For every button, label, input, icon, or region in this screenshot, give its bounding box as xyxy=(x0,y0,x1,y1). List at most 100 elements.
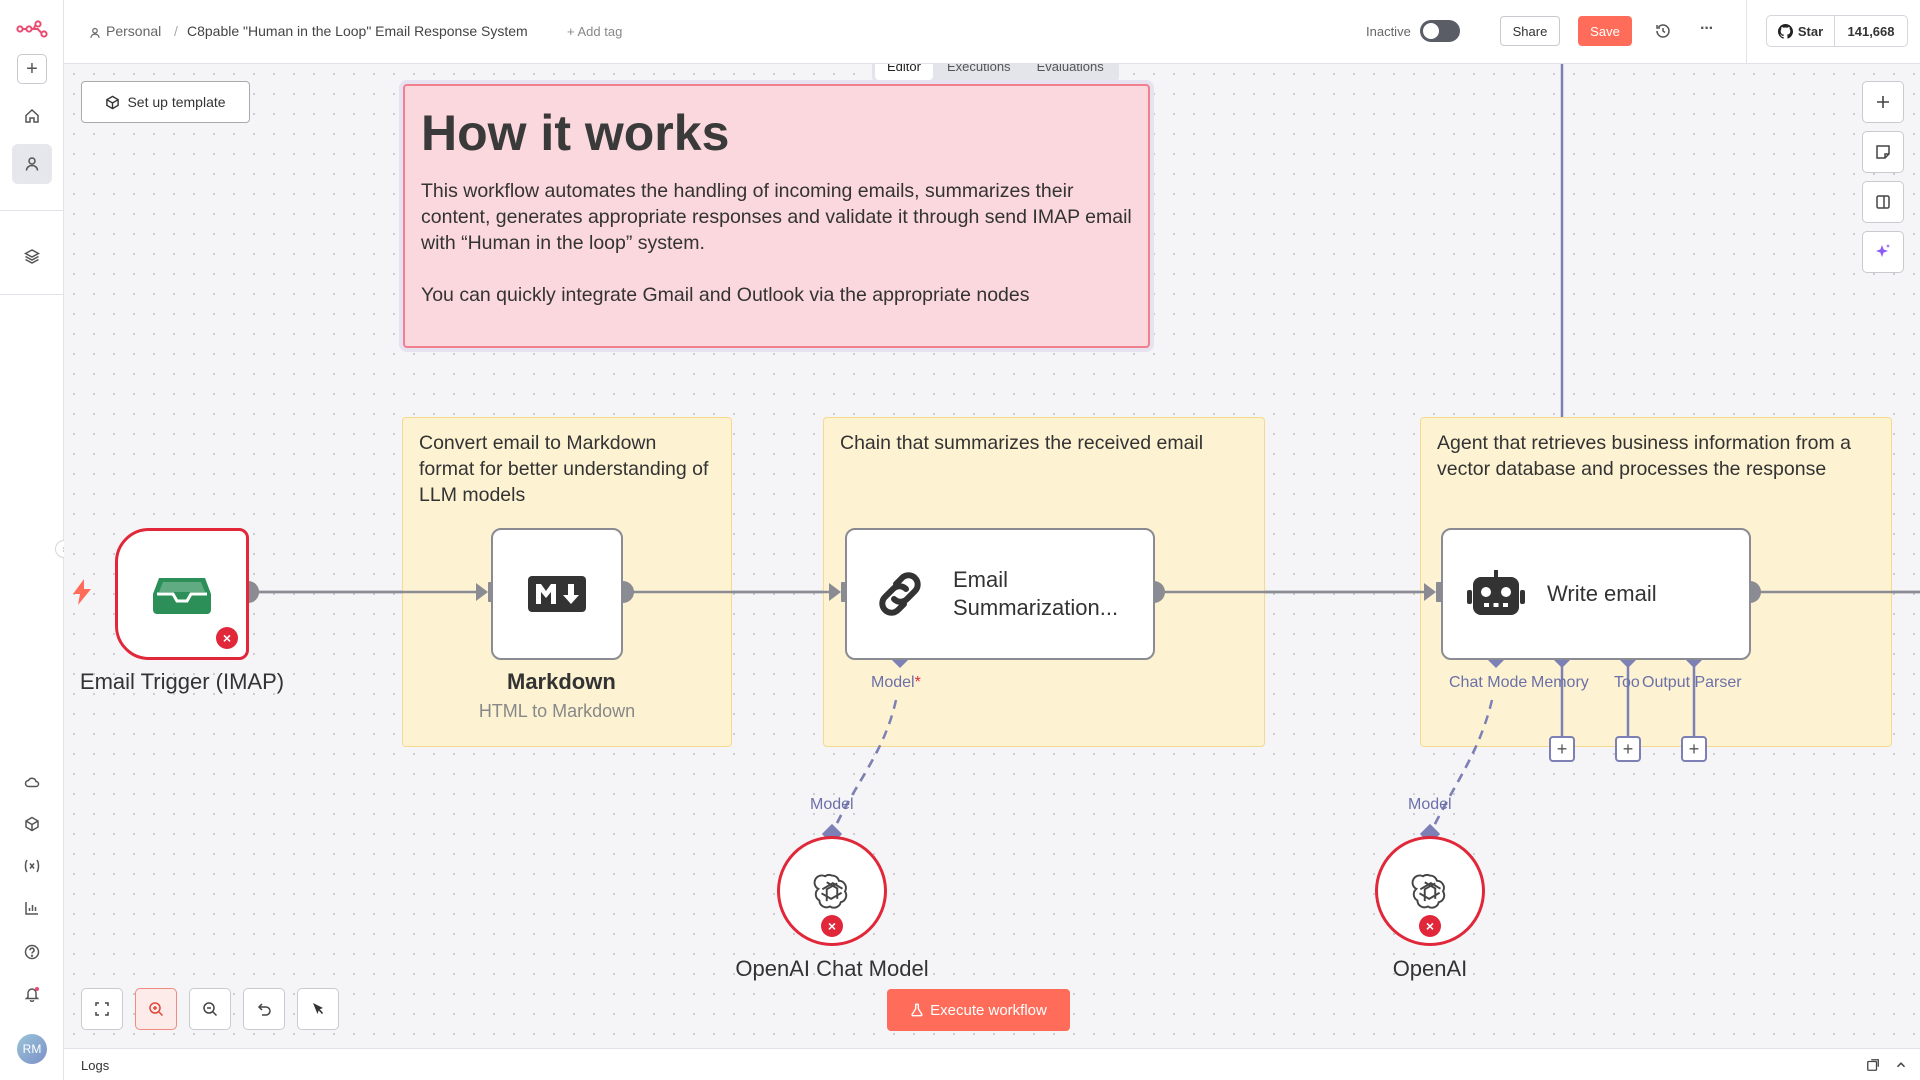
sidebar-divider xyxy=(0,294,64,295)
node-subtitle-markdown: HTML to Markdown xyxy=(478,701,636,721)
node-error-icon[interactable]: × xyxy=(1419,915,1441,937)
share-button[interactable]: Share xyxy=(1500,16,1560,46)
zoom-out-icon xyxy=(203,1002,218,1017)
sticky-how-it-works[interactable]: How it works This workflow automates the… xyxy=(403,84,1150,348)
node-label-write-email: Write email xyxy=(1547,581,1657,606)
execute-workflow-button[interactable]: Execute workflow xyxy=(887,989,1070,1031)
node-error-icon[interactable]: × xyxy=(821,915,843,937)
projects-layers-icon[interactable] xyxy=(12,236,52,276)
header-divider xyxy=(1746,0,1747,64)
add-output-parser-button[interactable]: + xyxy=(1681,736,1707,762)
port-label-memory: Memory xyxy=(1531,674,1589,691)
create-button[interactable]: + xyxy=(17,54,47,84)
required-asterisk: * xyxy=(914,674,921,691)
workflow-status-label: Inactive xyxy=(1366,24,1411,39)
trigger-lightning-icon xyxy=(72,579,92,610)
sparkle-icon xyxy=(1876,244,1890,257)
setup-template-button[interactable]: Set up template xyxy=(81,81,250,123)
inbox-icon xyxy=(153,578,211,614)
add-tool-button[interactable]: + xyxy=(1615,736,1641,762)
tab-editor[interactable]: Editor xyxy=(875,64,933,80)
n8n-logo-icon[interactable] xyxy=(16,18,48,40)
chain-link-icon xyxy=(879,572,921,616)
personal-user-icon[interactable] xyxy=(12,144,52,184)
port-label-tool: Too xyxy=(1614,674,1640,691)
execute-workflow-label: Execute workflow xyxy=(930,1001,1047,1019)
openai-icon xyxy=(1411,874,1446,909)
add-memory-button[interactable]: + xyxy=(1549,736,1575,762)
chevron-up-icon[interactable] xyxy=(1894,1058,1908,1077)
port-label-model: Model* xyxy=(871,674,921,691)
fit-view-icon xyxy=(95,1002,109,1016)
package-icon xyxy=(106,95,120,109)
left-sidebar: + RM › xyxy=(0,0,73,1080)
node-label-markdown: Markdown xyxy=(507,669,616,694)
notifications-bell-icon[interactable] xyxy=(12,974,52,1014)
variables-icon[interactable] xyxy=(12,846,52,886)
zoom-out-button[interactable] xyxy=(189,988,231,1030)
github-star-widget[interactable]: Star 141,668 xyxy=(1766,15,1908,47)
port-label-chat-model: Chat Mode xyxy=(1449,674,1528,691)
sticky-note-text: Agent that retrieves business informatio… xyxy=(1437,432,1852,480)
node-label-summarization-line1: Email xyxy=(953,567,1009,592)
sticky-paragraph-1: This workflow automates the handling of … xyxy=(421,180,1132,254)
node-openai-chat-model[interactable]: × xyxy=(777,836,887,946)
cloud-icon[interactable] xyxy=(12,762,52,802)
add-node-button[interactable] xyxy=(1862,81,1904,123)
tab-executions[interactable]: Executions xyxy=(946,64,1011,74)
breadcrumb-separator: / xyxy=(174,23,178,39)
top-header: Personal / C8pable "Human in the Loop" E… xyxy=(64,0,1920,64)
breadcrumb-project[interactable]: Personal xyxy=(106,23,162,39)
openai-icon xyxy=(813,874,848,909)
templates-icon[interactable] xyxy=(12,804,52,844)
pop-out-icon[interactable] xyxy=(1866,1058,1880,1077)
avatar[interactable]: RM xyxy=(17,1034,47,1064)
sticky-paragraph-2: You can quickly integrate Gmail and Outl… xyxy=(421,284,1030,306)
node-label-email-trigger: Email Trigger (IMAP) xyxy=(79,669,285,694)
sticky-note-icon xyxy=(1876,145,1890,159)
node-label-openai-chat: OpenAI Chat Model xyxy=(735,956,929,981)
robot-icon xyxy=(1467,570,1525,615)
github-star-button[interactable]: Star xyxy=(1767,16,1835,46)
reset-zoom-button[interactable] xyxy=(243,988,285,1030)
node-label-openai: OpenAI xyxy=(1392,956,1468,981)
sticky-note-text: Convert email to Markdown format for bet… xyxy=(419,432,709,506)
cursor-icon xyxy=(313,1003,324,1015)
github-icon xyxy=(1777,23,1793,39)
node-write-email[interactable]: Write email xyxy=(1441,528,1751,660)
add-tag-link[interactable]: + Add tag xyxy=(567,24,623,39)
workflow-title[interactable]: C8pable "Human in the Loop" Email Respon… xyxy=(187,23,528,39)
add-sticky-button[interactable] xyxy=(1862,131,1904,173)
cursor-mode-button[interactable] xyxy=(297,988,339,1030)
zoom-in-icon xyxy=(149,1002,164,1017)
node-openai[interactable]: × xyxy=(1375,836,1485,946)
port-label-model-in-2: Model xyxy=(1408,796,1452,813)
node-email-trigger[interactable]: × xyxy=(115,528,249,660)
help-icon[interactable] xyxy=(12,932,52,972)
port-label-model-in: Model xyxy=(810,796,854,813)
node-email-summarization[interactable]: Email Summarization... xyxy=(845,528,1155,660)
fit-view-button[interactable] xyxy=(81,988,123,1030)
setup-template-label: Set up template xyxy=(127,94,226,110)
project-user-icon xyxy=(89,26,101,44)
toggle-panel-button[interactable] xyxy=(1862,181,1904,223)
github-star-count: 141,668 xyxy=(1847,23,1895,39)
port-label-output-parser: Output Parser xyxy=(1642,674,1742,691)
more-options-button[interactable]: ··· xyxy=(1700,20,1714,37)
logs-bar[interactable]: Logs xyxy=(64,1048,1920,1080)
activate-toggle[interactable] xyxy=(1420,20,1460,42)
insights-chart-icon[interactable] xyxy=(12,888,52,928)
ai-assistant-button[interactable] xyxy=(1862,231,1904,273)
save-button[interactable]: Save xyxy=(1578,16,1632,46)
node-error-icon[interactable]: × xyxy=(216,627,238,649)
node-markdown[interactable] xyxy=(491,528,623,660)
tab-evaluations[interactable]: Evaluations xyxy=(1036,64,1104,74)
workflow-canvas[interactable]: Editor Executions Evaluations Set up tem… xyxy=(64,64,1920,1048)
github-star-label: Star xyxy=(1797,23,1824,39)
history-icon[interactable] xyxy=(1654,22,1672,45)
home-icon[interactable] xyxy=(12,96,52,136)
sidebar-divider xyxy=(0,210,64,211)
plus-icon xyxy=(1877,96,1889,108)
zoom-in-button[interactable] xyxy=(135,988,177,1030)
sticky-note-text: Chain that summarizes the received email xyxy=(840,432,1204,454)
